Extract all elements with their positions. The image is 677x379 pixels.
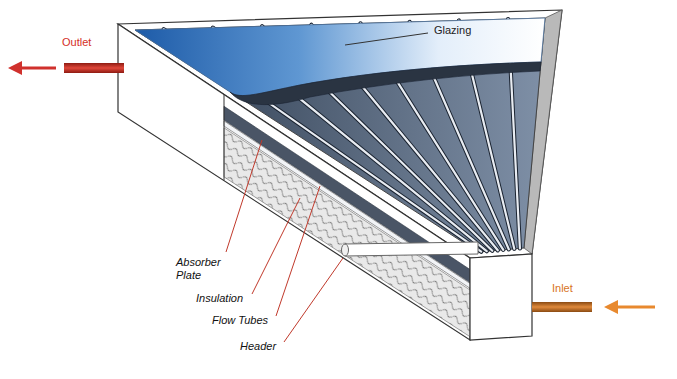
outlet-arrow [8, 61, 56, 75]
part-label: Absorber Plate [176, 256, 238, 282]
part-label: Inlet [552, 282, 573, 295]
leader-lines [226, 33, 428, 342]
cut-edge [224, 94, 225, 180]
part-label: Glazing [434, 24, 471, 37]
insulation-layer [224, 128, 470, 337]
glazing-curl [230, 62, 541, 105]
header-pipe [342, 242, 479, 256]
tube-section [224, 121, 470, 288]
inlet-pipe [532, 302, 592, 312]
part-label: Outlet [62, 36, 91, 49]
part-label: Insulation [196, 292, 243, 305]
frame-end [470, 254, 532, 340]
part-label: Header [240, 340, 276, 353]
inlet-arrow [604, 300, 655, 314]
frame-side [118, 24, 470, 340]
part-label: Flow Tubes [212, 314, 268, 327]
outlet-pipe [64, 63, 124, 73]
